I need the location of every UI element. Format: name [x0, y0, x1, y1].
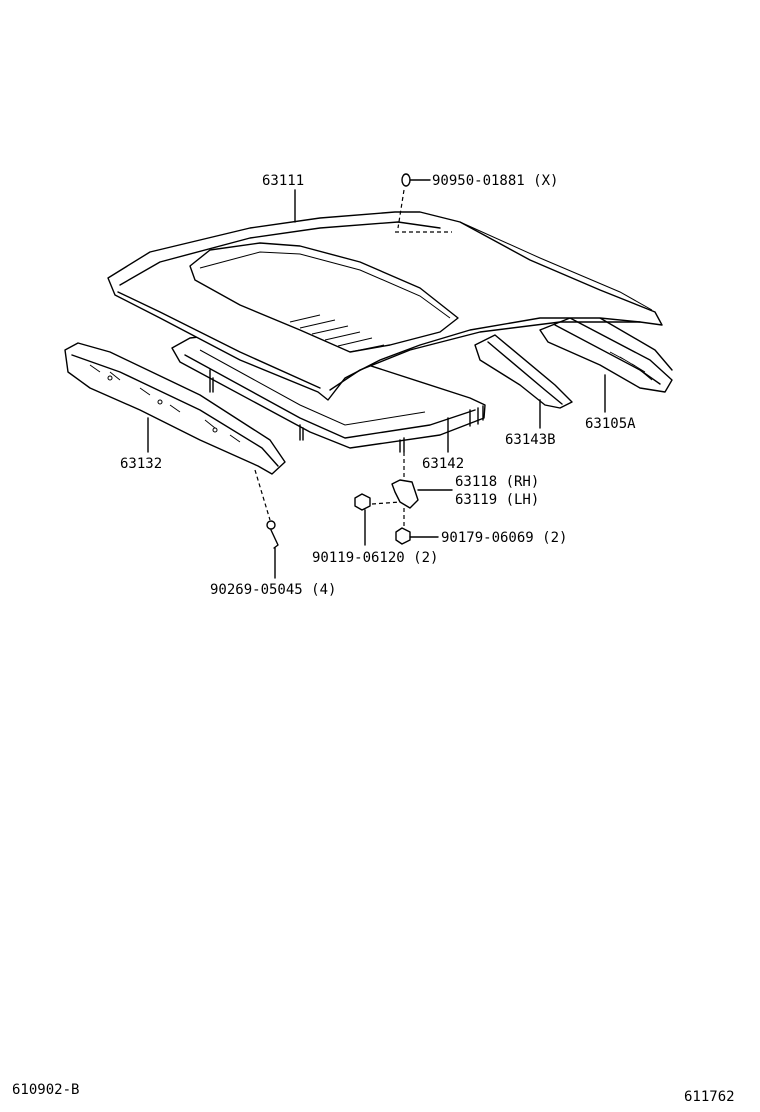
label-front-rail: 63132 [120, 456, 162, 472]
clip-drawing [266, 520, 279, 549]
footer-left-code: 610902-B [12, 1082, 79, 1098]
bracket-drawing [371, 452, 419, 528]
label-plug: 90950-01881 (X) [432, 173, 558, 189]
plug-drawing [401, 173, 411, 187]
roof-panel-drawing [107, 189, 663, 401]
label-bracket-lh: 63119 (LH) [455, 492, 539, 508]
footer-right-code: 611762 [684, 1089, 735, 1105]
label-nut: 90179-06069 (2) [441, 530, 567, 546]
label-clip: 90269-05045 (4) [210, 582, 336, 598]
bolt-drawing [354, 493, 371, 511]
label-bolt: 90119-06120 (2) [312, 550, 438, 566]
label-sunroof-reinforcement: 63142 [422, 456, 464, 472]
label-roof-rail: 63105A [585, 416, 636, 432]
label-roof-bow: 63143B [505, 432, 556, 448]
roof-rail-drawing [539, 317, 673, 393]
label-bracket-rh: 63118 (RH) [455, 474, 539, 490]
roof-bow-drawing [474, 334, 573, 409]
front-rail-drawing [64, 342, 286, 521]
leader-lines [147, 179, 606, 579]
label-roof-panel: 63111 [262, 173, 304, 189]
nut-drawing [395, 527, 411, 545]
